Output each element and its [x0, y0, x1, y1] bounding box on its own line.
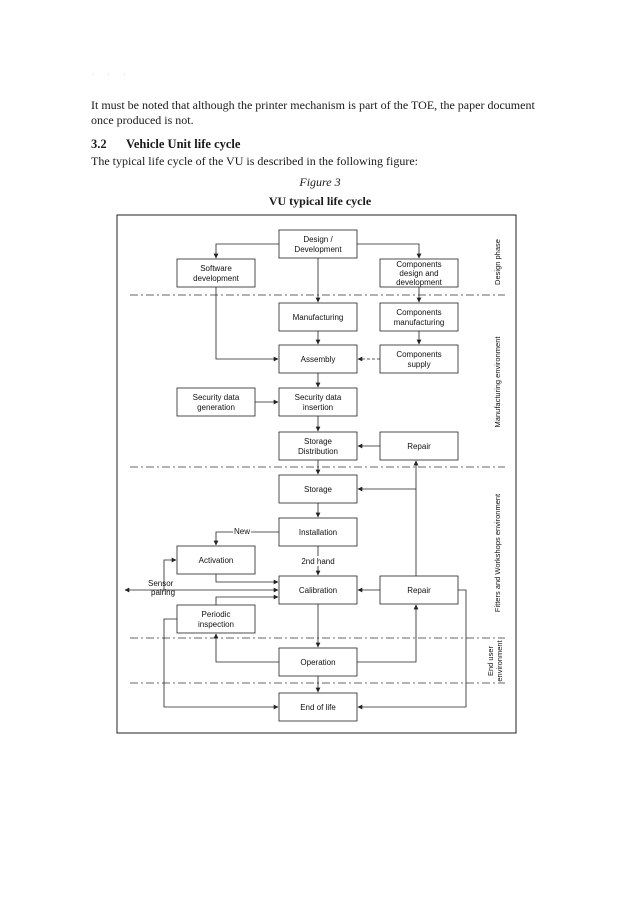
box-activation: [176, 545, 256, 575]
box-security-data-generation: [176, 387, 256, 417]
phase-manufacturing: Manufacturing environment: [493, 336, 502, 428]
components-manufacturing-line-1: Components: [396, 308, 441, 317]
security-insertion-line-1: Security data: [295, 393, 342, 402]
diagram-frame: [116, 214, 517, 734]
software-line-1: Software: [200, 264, 232, 273]
calibration-label: Calibration: [299, 586, 337, 595]
security-generation-line-1: Security data: [193, 393, 240, 402]
box-assembly: [278, 344, 358, 374]
phase-fitters: Fitters and Workshops environment: [493, 493, 502, 612]
figure-number: Figure 3: [299, 175, 341, 189]
box-manufacturing: [278, 302, 358, 332]
box-repair-top: [379, 431, 459, 461]
components-design-line-3: development: [396, 278, 443, 287]
design-line-2: Development: [294, 245, 342, 254]
assembly-label: Assembly: [301, 355, 336, 364]
periodic-line-1: Periodic: [202, 610, 231, 619]
activation-label: Activation: [199, 556, 234, 565]
phase-design: Design phase: [493, 239, 502, 285]
box-end-of-life: [278, 692, 358, 722]
phase-end-user-line-1: End user: [486, 645, 495, 676]
note-line-2: once produced is not.: [91, 113, 194, 127]
box-repair-mid: [379, 575, 459, 605]
box-security-data-insertion: [278, 387, 358, 417]
software-line-2: development: [193, 274, 240, 283]
box-components-manufacturing: [379, 302, 459, 332]
periodic-line-2: inspection: [198, 620, 234, 629]
security-generation-line-2: generation: [197, 403, 235, 412]
components-supply-line-1: Components: [396, 350, 441, 359]
phase-end-user-line-2: environment: [495, 639, 504, 681]
box-periodic-inspection: [176, 604, 256, 634]
design-line-1: Design /: [303, 235, 333, 244]
installation-label: Installation: [299, 528, 337, 537]
security-insertion-line-2: insertion: [303, 403, 333, 412]
components-supply-line-2: supply: [407, 360, 430, 369]
repair-mid-label: Repair: [407, 586, 431, 595]
label-sensor-pairing-line-1: Sensor: [148, 579, 174, 588]
box-components-design: [379, 258, 459, 288]
end-of-life-label: End of life: [300, 703, 336, 712]
section-title: Vehicle Unit life cycle: [126, 137, 241, 151]
box-software-development: [176, 258, 256, 288]
components-manufacturing-line-2: manufacturing: [394, 318, 445, 327]
label-sensor-pairing-line-2: pairing: [151, 588, 175, 597]
storage-distribution-line-1: Storage: [304, 437, 333, 446]
box-installation: [278, 517, 358, 547]
components-design-line-1: Components: [396, 260, 441, 269]
section-intro: The typical life cycle of the VU is desc…: [91, 154, 419, 168]
label-new: New: [234, 527, 250, 536]
manufacturing-label: Manufacturing: [293, 313, 344, 322]
operation-label: Operation: [300, 658, 335, 667]
label-second-hand: 2nd hand: [301, 557, 334, 566]
box-storage-distribution: [278, 431, 358, 461]
box-storage: [278, 474, 358, 504]
note-line-1: It must be noted that although the print…: [91, 98, 535, 112]
figure-title: VU typical life cycle: [268, 194, 372, 208]
storage-distribution-line-2: Distribution: [298, 447, 338, 456]
box-calibration: [278, 575, 358, 605]
storage-label: Storage: [304, 485, 333, 494]
scan-artifact: · · ·: [92, 72, 132, 78]
box-components-supply: [379, 344, 459, 374]
section-number: 3.2: [91, 137, 107, 151]
repair-top-label: Repair: [407, 442, 431, 451]
components-design-line-2: design and: [399, 269, 438, 278]
